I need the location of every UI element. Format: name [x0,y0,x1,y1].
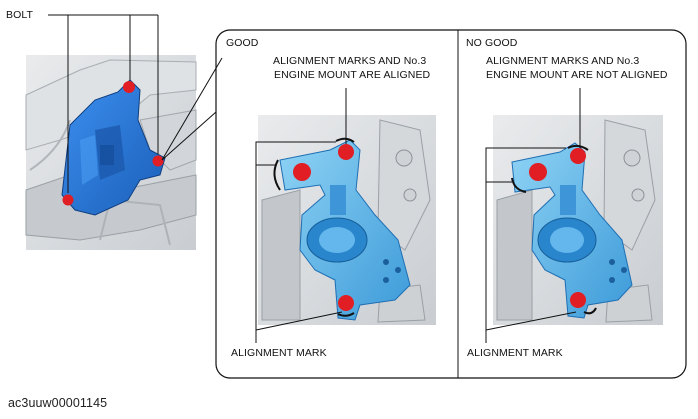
no-good-bolt-left [529,163,547,181]
bolt-top [123,81,135,93]
no-good-photo [493,115,663,325]
good-note-line1: ALIGNMENT MARKS AND No.3 [273,55,427,67]
good-bolt-left [293,163,311,181]
no-good-note-line2: ENGINE MOUNT ARE NOT ALIGNED [486,69,668,81]
good-bolt-bottom [338,295,354,311]
no-good-title: NO GOOD [466,37,518,49]
comparison-panel [215,29,687,379]
no-good-note-line1: ALIGNMENT MARKS AND No.3 [486,55,640,67]
good-leader-lines [255,88,347,343]
callout-wedge [161,57,223,161]
good-photo [258,115,436,325]
bolt-label: BOLT [6,9,34,21]
bolt-right [152,155,164,167]
no-good-leader-lines [485,88,581,343]
engine-bay-overview [25,55,197,250]
good-alignment-mark-label: ALIGNMENT MARK [231,347,327,359]
no-good-bolt-bottom [570,292,586,308]
good-bolt-top [338,144,354,160]
good-note-line2: ENGINE MOUNT ARE ALIGNED [274,69,431,81]
no-good-alignment-mark-label: ALIGNMENT MARK [467,347,563,359]
no-good-bolt-top [570,148,586,164]
good-title: GOOD [226,37,259,49]
bolt-leader-lines [48,14,159,193]
figure-id: ac3uuw00001145 [8,396,108,410]
bolt-left [62,194,74,206]
